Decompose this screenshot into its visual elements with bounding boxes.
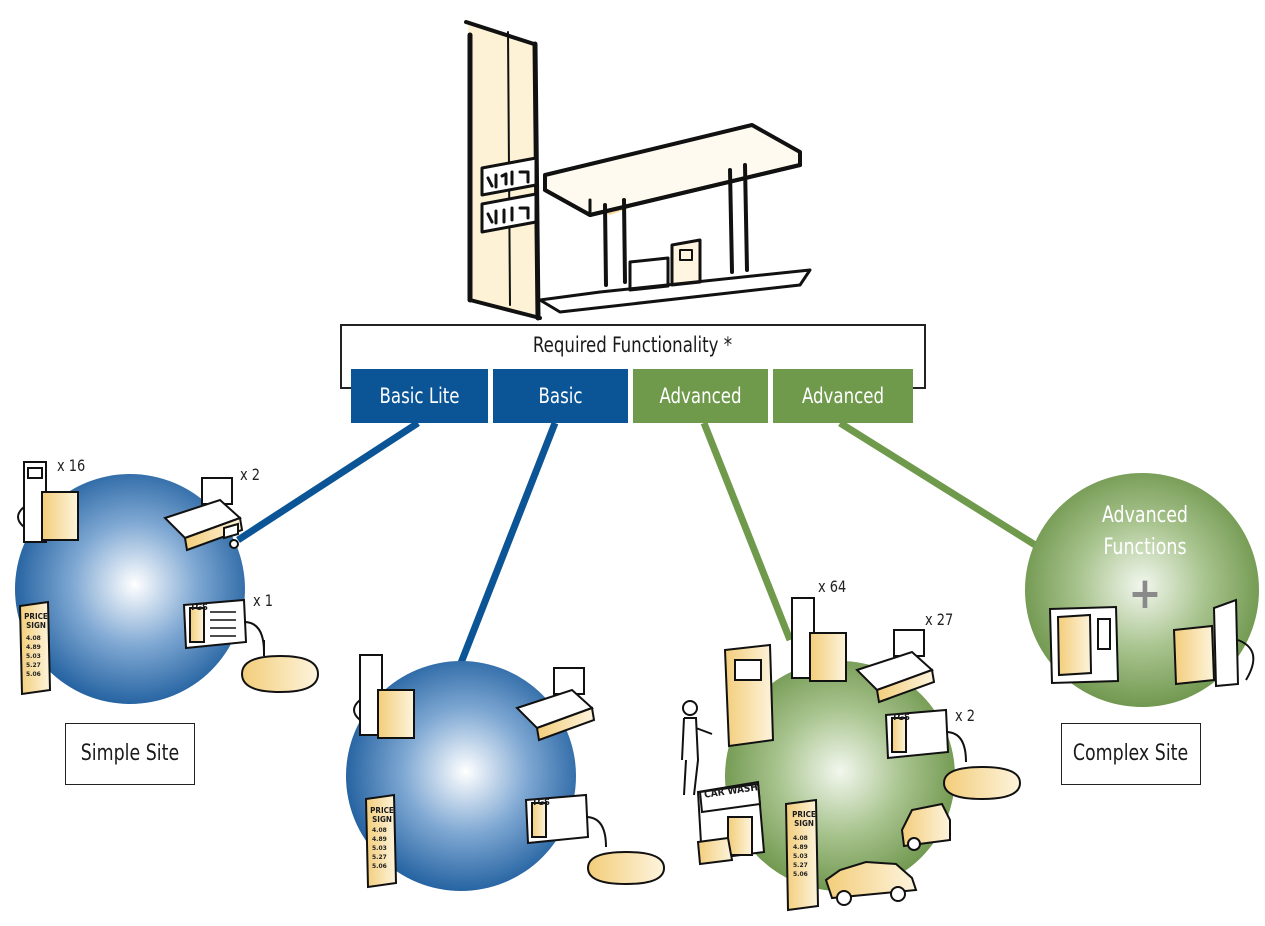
price-sign-label: PRICE SIGN (370, 806, 394, 824)
price-row: 5.27 (793, 862, 808, 869)
required-functionality-title: Required Functionality * (532, 333, 733, 357)
count-simple-pos: x 2 (240, 465, 261, 484)
link-advanced-plus (838, 420, 1042, 551)
tgs-label: TGS (892, 713, 910, 723)
price-row: 4.89 (372, 836, 387, 843)
count-simple-dispensers: x 16 (57, 456, 86, 475)
price-row: 4.89 (26, 644, 41, 651)
price-row: 5.06 (372, 863, 387, 870)
link-advanced (700, 421, 794, 642)
price-sign-label: PRICE SIGN (24, 612, 48, 630)
fuel-tank-icon (586, 850, 666, 886)
pos-terminal-icon (163, 477, 244, 552)
tgs-console-icon (884, 708, 967, 763)
tier-advanced-plus: Advanced PLUS (801, 384, 885, 462)
tgs-console-icon (182, 598, 265, 653)
tier-box-advanced-plus (773, 369, 913, 423)
price-row: 4.89 (793, 844, 808, 851)
car-icon (824, 860, 918, 906)
price-row: 5.06 (793, 871, 808, 878)
tier-basic: Basic (538, 384, 583, 408)
count-advanced-pos: x 27 (925, 610, 954, 629)
link-basic (455, 421, 559, 670)
tgs-label: TGS (190, 603, 208, 613)
count-simple-tgs: x 1 (253, 591, 274, 610)
advanced-functions-line1: Advanced (1101, 503, 1188, 528)
price-sign-icon (364, 793, 398, 889)
price-sign-label: PRICE SIGN (792, 810, 816, 828)
price-sign-icon (18, 600, 52, 696)
customer-figure-icon (681, 700, 713, 796)
tier-advanced: Advanced (659, 384, 742, 408)
ev-charger-icon (1172, 598, 1255, 688)
price-row: 4.08 (793, 835, 808, 842)
tgs-console-icon (524, 793, 607, 848)
pos-terminal-icon (855, 629, 936, 704)
fuel-dispenser-icon (353, 654, 415, 739)
plus-icon: + (1128, 568, 1162, 619)
gas-station-illustration (464, 20, 812, 321)
complex-site-label: Complex Site (1061, 723, 1201, 785)
fuel-dispenser-icon (17, 461, 79, 543)
price-row: 5.27 (26, 662, 41, 669)
price-row: 4.08 (26, 635, 41, 642)
car-wash-icon (696, 780, 766, 866)
tgs-label: TGS (532, 798, 550, 808)
count-advanced-tgs: x 2 (955, 706, 976, 725)
tier-box-basic-lite (351, 369, 488, 423)
link-basic-lite (236, 420, 420, 543)
fuel-tank-icon (942, 765, 1022, 801)
functionality-bracket (340, 324, 926, 389)
price-row: 5.06 (26, 671, 41, 678)
price-row: 5.03 (372, 845, 387, 852)
tier-box-basic (493, 369, 628, 423)
fuel-tank-icon (240, 640, 320, 694)
vending-machine-icon (1048, 605, 1120, 685)
price-row: 5.03 (793, 853, 808, 860)
simple-site-label: Simple Site (65, 723, 195, 785)
price-row: 5.27 (372, 854, 387, 861)
price-row: 5.03 (26, 653, 41, 660)
car-icon (900, 802, 951, 851)
advanced-functions-title: Advanced Functions (1070, 500, 1220, 564)
price-row: 4.08 (372, 827, 387, 834)
tier-box-advanced (633, 369, 768, 423)
payment-terminal-icon (723, 643, 775, 748)
tier-basic-lite: Basic Lite (379, 384, 460, 408)
price-sign-icon (784, 798, 820, 912)
count-advanced-dispensers: x 64 (818, 577, 847, 596)
advanced-functions-line2: Functions (1103, 535, 1187, 560)
fuel-dispenser-icon (791, 597, 847, 682)
pos-terminal-icon (515, 667, 596, 742)
